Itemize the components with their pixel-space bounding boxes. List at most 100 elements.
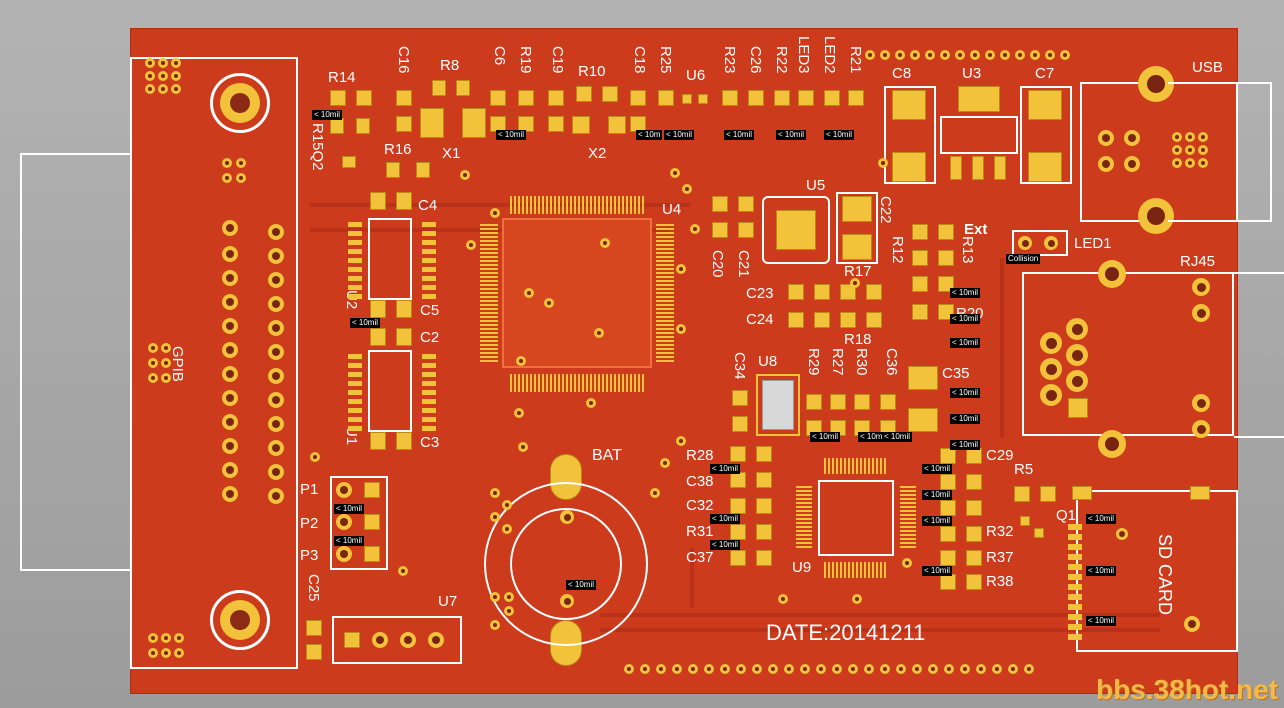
drc-tag: < 10mil (882, 432, 913, 442)
drc-tag: < 10mil (724, 130, 755, 140)
via (490, 208, 500, 218)
via (161, 633, 171, 643)
drc-tag: < 10mil (312, 110, 343, 120)
via (1185, 158, 1195, 168)
label-u9: U9 (792, 559, 812, 576)
drc-tag: < 10mil (776, 130, 807, 140)
label-c37: C37 (686, 549, 714, 566)
label-c16: C16 (395, 46, 412, 74)
label-r38: R38 (986, 573, 1014, 590)
battery-holder-inner (510, 508, 622, 620)
trace (690, 548, 694, 608)
usb-overhang-outline (1168, 82, 1272, 222)
pad (396, 90, 412, 106)
rj45-pin (1066, 318, 1088, 340)
sd-card-pins (1068, 524, 1082, 644)
drc-tag: < 10mil (922, 490, 953, 500)
via (516, 356, 526, 366)
pad (958, 86, 1000, 112)
label-r29: R29 (805, 348, 822, 376)
via (1172, 132, 1182, 142)
label-c18: C18 (631, 46, 648, 74)
u8-outline (756, 374, 800, 436)
pad (682, 94, 692, 104)
pad (1190, 486, 1210, 500)
via (902, 558, 912, 568)
drc-tag: < 10m (636, 130, 663, 140)
pad (370, 192, 386, 210)
label-led1: LED1 (1074, 235, 1112, 252)
pad (912, 224, 928, 240)
label-c23: C23 (746, 285, 774, 302)
label-r21: R21 (847, 46, 864, 74)
u5-outline (762, 196, 830, 264)
label-r27: R27 (829, 348, 846, 376)
label-u7: U7 (438, 593, 458, 610)
pad (396, 328, 412, 346)
rj45-shield (1098, 430, 1126, 458)
pad (966, 448, 982, 464)
u9-pins-top (824, 458, 888, 474)
pad (774, 90, 790, 106)
drc-tag: < 10mil (1086, 514, 1117, 524)
pad (1034, 528, 1044, 538)
drc-tag: < 10mil (922, 566, 953, 576)
via (682, 184, 692, 194)
pad (608, 116, 626, 134)
pcb-board[interactable]: GPIB (130, 28, 1238, 694)
label-r30: R30 (853, 348, 870, 376)
usb-shell-pin (1138, 198, 1174, 234)
jumper-pin1 (364, 482, 380, 498)
led1-pin (1044, 236, 1058, 250)
label-r10: R10 (578, 63, 606, 80)
via (490, 620, 500, 630)
label-ext: Ext (964, 221, 988, 238)
via (161, 343, 171, 353)
label-r12: R12 (889, 236, 906, 264)
pad (940, 500, 956, 516)
pad (840, 312, 856, 328)
pad (738, 196, 754, 212)
jumper-pin1 (364, 514, 380, 530)
u7-pin1 (344, 632, 360, 648)
label-r25: R25 (657, 46, 674, 74)
rj45-pin (1040, 358, 1062, 380)
drc-tag: < 10mil (710, 514, 741, 524)
pad (756, 472, 772, 488)
drc-tag: < 10mil (950, 388, 981, 398)
pad (396, 116, 412, 132)
pad (748, 90, 764, 106)
u1-outline (368, 350, 412, 432)
via (158, 71, 168, 81)
rj45-pin1 (1068, 398, 1088, 418)
via (171, 84, 181, 94)
pad (416, 162, 430, 178)
pad (462, 108, 486, 138)
via (158, 84, 168, 94)
pad (630, 90, 646, 106)
pad (892, 90, 926, 120)
drc-tag: < 10mil (1086, 616, 1117, 626)
label-u8: U8 (758, 353, 778, 370)
pad (370, 328, 386, 346)
pad (712, 196, 728, 212)
via (878, 158, 888, 168)
label-r15q2: R15Q2 (309, 123, 326, 171)
pad (756, 498, 772, 514)
mounting-hole-top (210, 73, 270, 133)
via (1185, 132, 1195, 142)
trace (310, 203, 690, 207)
via (544, 298, 554, 308)
via (466, 240, 476, 250)
pad (912, 250, 928, 266)
label-r31: R31 (686, 523, 714, 540)
via (148, 373, 158, 383)
pad (730, 550, 746, 566)
pad (972, 156, 984, 180)
pad (698, 94, 708, 104)
label-c21: C21 (735, 250, 752, 278)
led1-pin (1018, 236, 1032, 250)
u1-pins-left (348, 354, 362, 434)
pad (854, 394, 870, 410)
